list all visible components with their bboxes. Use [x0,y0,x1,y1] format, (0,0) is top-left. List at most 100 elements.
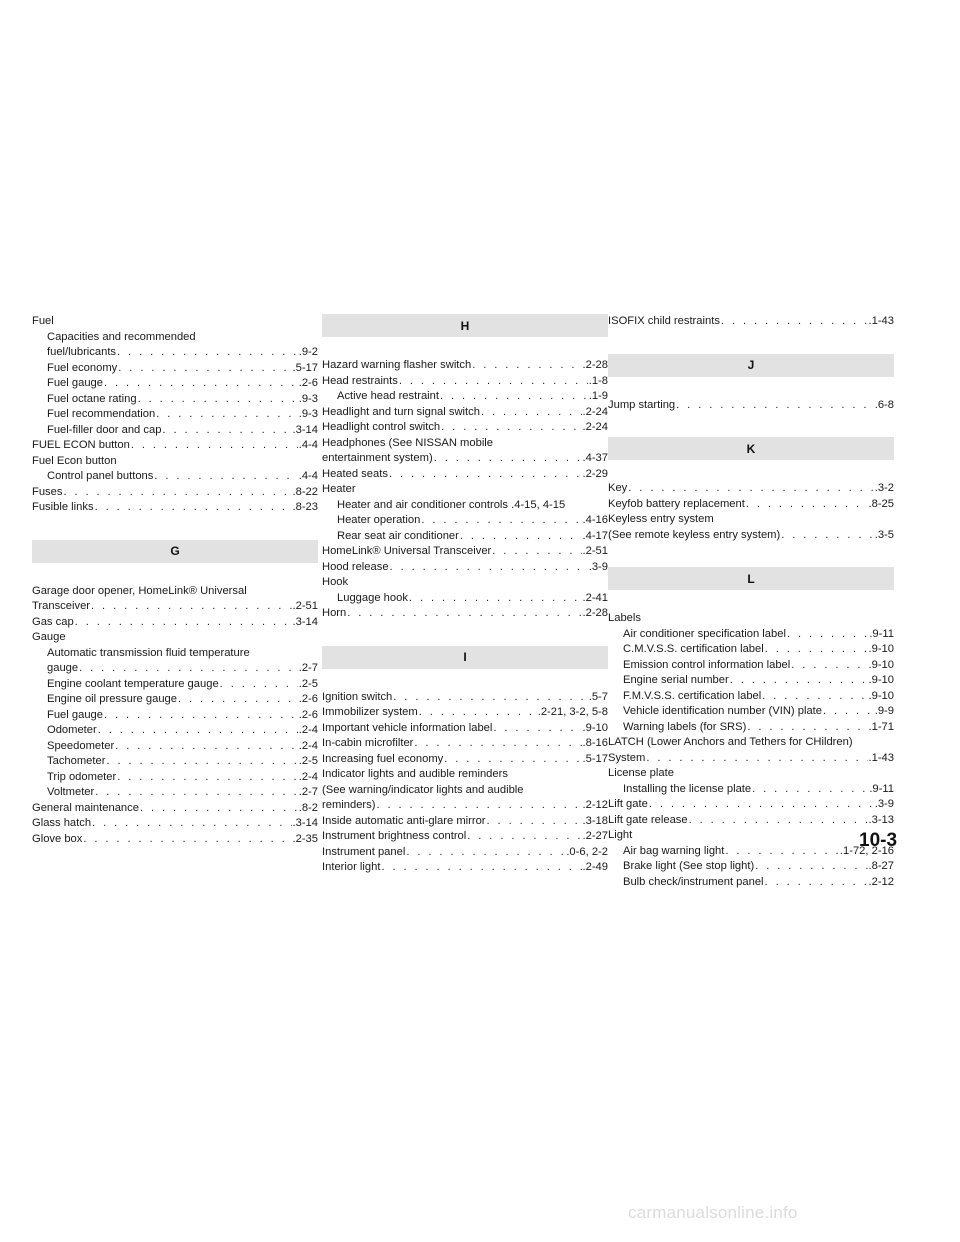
index-entry-page: .8-25 [868,497,895,510]
index-entry-term: Fuel gauge [47,708,103,721]
index-entry-page: .3-2 [874,482,894,494]
index-entry-term: C.M.V.S.S. certification label [623,643,764,655]
index-entry-term: Lift gate [608,798,648,810]
index-entry: Fusible links.8-23 [32,500,318,516]
dot-leader [406,845,565,861]
index-entry-term: FUEL ECON button [32,439,130,451]
index-entry-page: .3-14 [292,615,319,628]
page-number: 10-3 [859,830,898,851]
index-entry: F.M.V.S.S. certification label .9-10 [608,689,894,705]
index-entry-page: .2-6 [298,693,318,705]
index-entry-term: Fuel recommendation [47,408,156,420]
dot-leader [421,513,581,529]
index-entry: Active head restraint.1-9 [322,389,608,405]
index-entry-page: .3-5 [874,528,894,541]
index-entry-page: .9-11 [869,627,894,640]
index-entry-term: F.M.V.S.S. certification label [623,689,762,702]
index-entry: Head restraints.1-8 [322,374,608,390]
index-entry-page: .8-2 [298,801,318,814]
index-entry-page: .2-5 [298,677,318,690]
index-entry: Fuel recommendation.9-3 [32,407,318,423]
index-entry-term: ISOFIX child restraints [608,315,720,327]
index-entry-page: .4-16 [582,514,609,526]
index-entry-page: .9-2 [298,346,318,358]
index-entry-page: .3-9 [588,560,608,573]
index-entry-term: Horn [322,607,347,619]
dot-leader [441,420,581,436]
dot-leader [162,423,291,439]
section-letter-l: L [608,567,894,590]
index-entry: Heater operation.4-16 [322,513,608,529]
dot-leader [117,770,297,786]
index-entry-term: Lift gate release [608,813,688,826]
index-entry: Important vehicle information label.9-10 [322,721,608,737]
index-entry: HomeLink® Universal Transceiver.2-51 [322,544,608,560]
index-entry: Fuel-filler door and cap.3-14 [32,423,318,439]
index-entry-term: Gas cap [32,615,74,628]
dot-leader [472,358,581,374]
dot-leader [63,485,291,501]
dot-leader [117,345,298,361]
index-entry-term: Headlight and turn signal switch [322,405,480,418]
index-entry-term: LATCH (Lower Anchors and Tethers for CHi… [608,736,853,748]
index-entry: Inside automatic anti-glare mirror.3-18 [322,814,608,830]
index-entry-page: .2-21, 3-2, 5-8 [537,706,608,718]
index-entry-term: Key [608,482,628,494]
index-entry-term: Emission control information label [623,658,791,671]
index-entry-page: .4-4 [298,439,318,451]
index-entry-term: Trip odometer [47,770,117,783]
index-entry: Fuel octane rating.9-3 [32,392,318,408]
index-entry: (See remote keyless entry system).3-5 [608,528,894,544]
index-entry-term: Voltmeter [47,786,95,798]
index-entry: Hook [322,575,608,591]
index-entry-term: In-cabin microfilter [322,737,414,749]
index-entry-term: Glove box [32,832,83,845]
dot-leader [156,407,298,423]
index-entry-page: .9-3 [298,392,318,405]
index-entry: Transceiver.2-51 [32,599,318,615]
index-entry-term: Fuel gauge [47,377,103,389]
index-entry: Horn.2-28 [322,606,608,622]
index-entry-term: Labels [608,612,641,624]
dot-leader [220,677,298,693]
index-entry-page: .2-4 [298,724,318,736]
dot-leader [115,739,298,755]
dot-leader [762,689,867,705]
index-entry: entertainment system).4-37 [322,451,608,467]
index-entry-term: Light [608,829,633,841]
index-entry-term: Instrument brightness control [322,830,467,842]
index-entry-term: Instrument panel [322,845,406,858]
index-entry-page: .9-10 [868,689,895,702]
index-entry: Heater [322,482,608,498]
section-letter-i: I [322,645,608,669]
index-entry-page: .2-51 [292,600,319,612]
index-entry: Bulb check/instrument panel.2-12 [608,875,894,891]
index-entry: Interior light.2-49 [322,860,608,876]
index-entry-page: .1-8 [588,374,608,387]
index-entry: Ignition switch.5-7 [322,690,608,706]
index-entry-page: .2-6 [298,708,318,721]
dot-leader [689,813,868,829]
index-entry-page: .2-4 [298,770,318,783]
dot-leader [419,705,537,721]
index-entry-term: Rear seat air conditioner [337,529,459,542]
dot-leader [676,398,874,414]
index-entry-term: Odometer [47,724,97,736]
index-entry: Headlight and turn signal switch.2-24 [322,405,608,421]
index-entry-page: .5-17 [292,361,319,374]
index-entry: Emission control information label.9-10 [608,658,894,674]
index-entry: Odometer .2-4 [32,723,318,739]
index-entry: In-cabin microfilter.8-16 [322,736,608,752]
index-entry-term: Luggage hook [337,591,408,604]
dot-leader [434,451,582,467]
dot-leader [730,673,868,689]
index-entry-term: entertainment system) [322,452,433,464]
index-entry-page: .3-14 [292,423,319,436]
index-entry-term: Bulb check/instrument panel [623,875,764,888]
index-entry-page: .3-18 [582,814,609,827]
index-entry: FUEL ECON button .4-4 [32,438,318,454]
index-entry-term: Capacities and recommended [47,330,196,343]
dot-leader [131,438,298,454]
index-entry-page: .2-7 [298,662,318,674]
